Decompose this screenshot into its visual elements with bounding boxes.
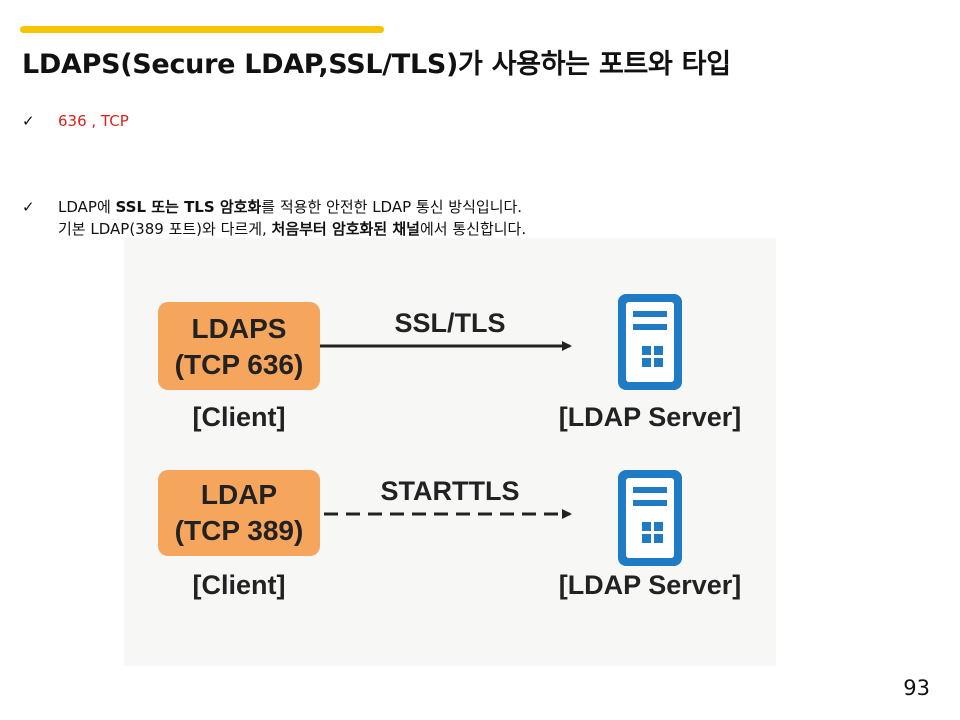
client-box-protocol: LDAPS	[192, 313, 287, 344]
slide-title: LDAPS(Secure LDAP,SSL/TLS)가 사용하는 포트와 타입	[22, 49, 731, 80]
check-icon: ✓	[22, 112, 35, 130]
diagram-row-ldaps: LDAPS (TCP 636) [Client] SSL/TLS [LDAP S…	[158, 294, 741, 432]
server-label: [LDAP Server]	[559, 402, 742, 432]
page-number: 93	[903, 676, 930, 700]
description-highlight: SSL 또는 TLS 암호화	[115, 198, 262, 216]
server-icon	[618, 470, 682, 566]
bullet-port-type-text: 636 , TCP	[58, 112, 129, 130]
check-icon: ✓	[22, 198, 35, 216]
client-box-port: (TCP 389)	[175, 515, 304, 546]
client-box	[158, 302, 320, 390]
client-box-protocol: LDAP	[201, 479, 277, 510]
diagram-row-ldap: LDAP (TCP 389) [Client] STARTTLS [LDAP S…	[158, 470, 741, 600]
arrow-label: STARTTLS	[381, 476, 520, 506]
ldap-diagram-svg: LDAPS (TCP 636) [Client] SSL/TLS [LDAP S…	[158, 294, 741, 600]
client-label: [Client]	[193, 402, 286, 432]
description-line-2: 기본 LDAP(389 포트)와 다르게, 처음부터 암호화된 채널에서 통신합…	[58, 220, 527, 238]
client-label: [Client]	[193, 570, 286, 600]
description-line-1: LDAP에 SSL 또는 TLS 암호화를 적용한 안전한 LDAP 통신 방식…	[58, 198, 523, 216]
client-box-port: (TCP 636)	[175, 349, 304, 380]
ldap-diagram: LDAPS (TCP 636) [Client] SSL/TLS [LDAP S…	[124, 238, 776, 666]
arrow-label: SSL/TLS	[394, 308, 505, 338]
description-highlight: 처음부터 암호화된 채널	[271, 220, 420, 238]
client-box	[158, 470, 320, 556]
bullet-description: ✓ LDAP에 SSL 또는 TLS 암호화를 적용한 안전한 LDAP 통신 …	[22, 196, 526, 240]
server-icon	[618, 294, 682, 390]
title-accent-bar	[20, 26, 384, 33]
bullet-port-type: ✓ 636 , TCP	[22, 110, 129, 132]
server-label: [LDAP Server]	[559, 570, 742, 600]
